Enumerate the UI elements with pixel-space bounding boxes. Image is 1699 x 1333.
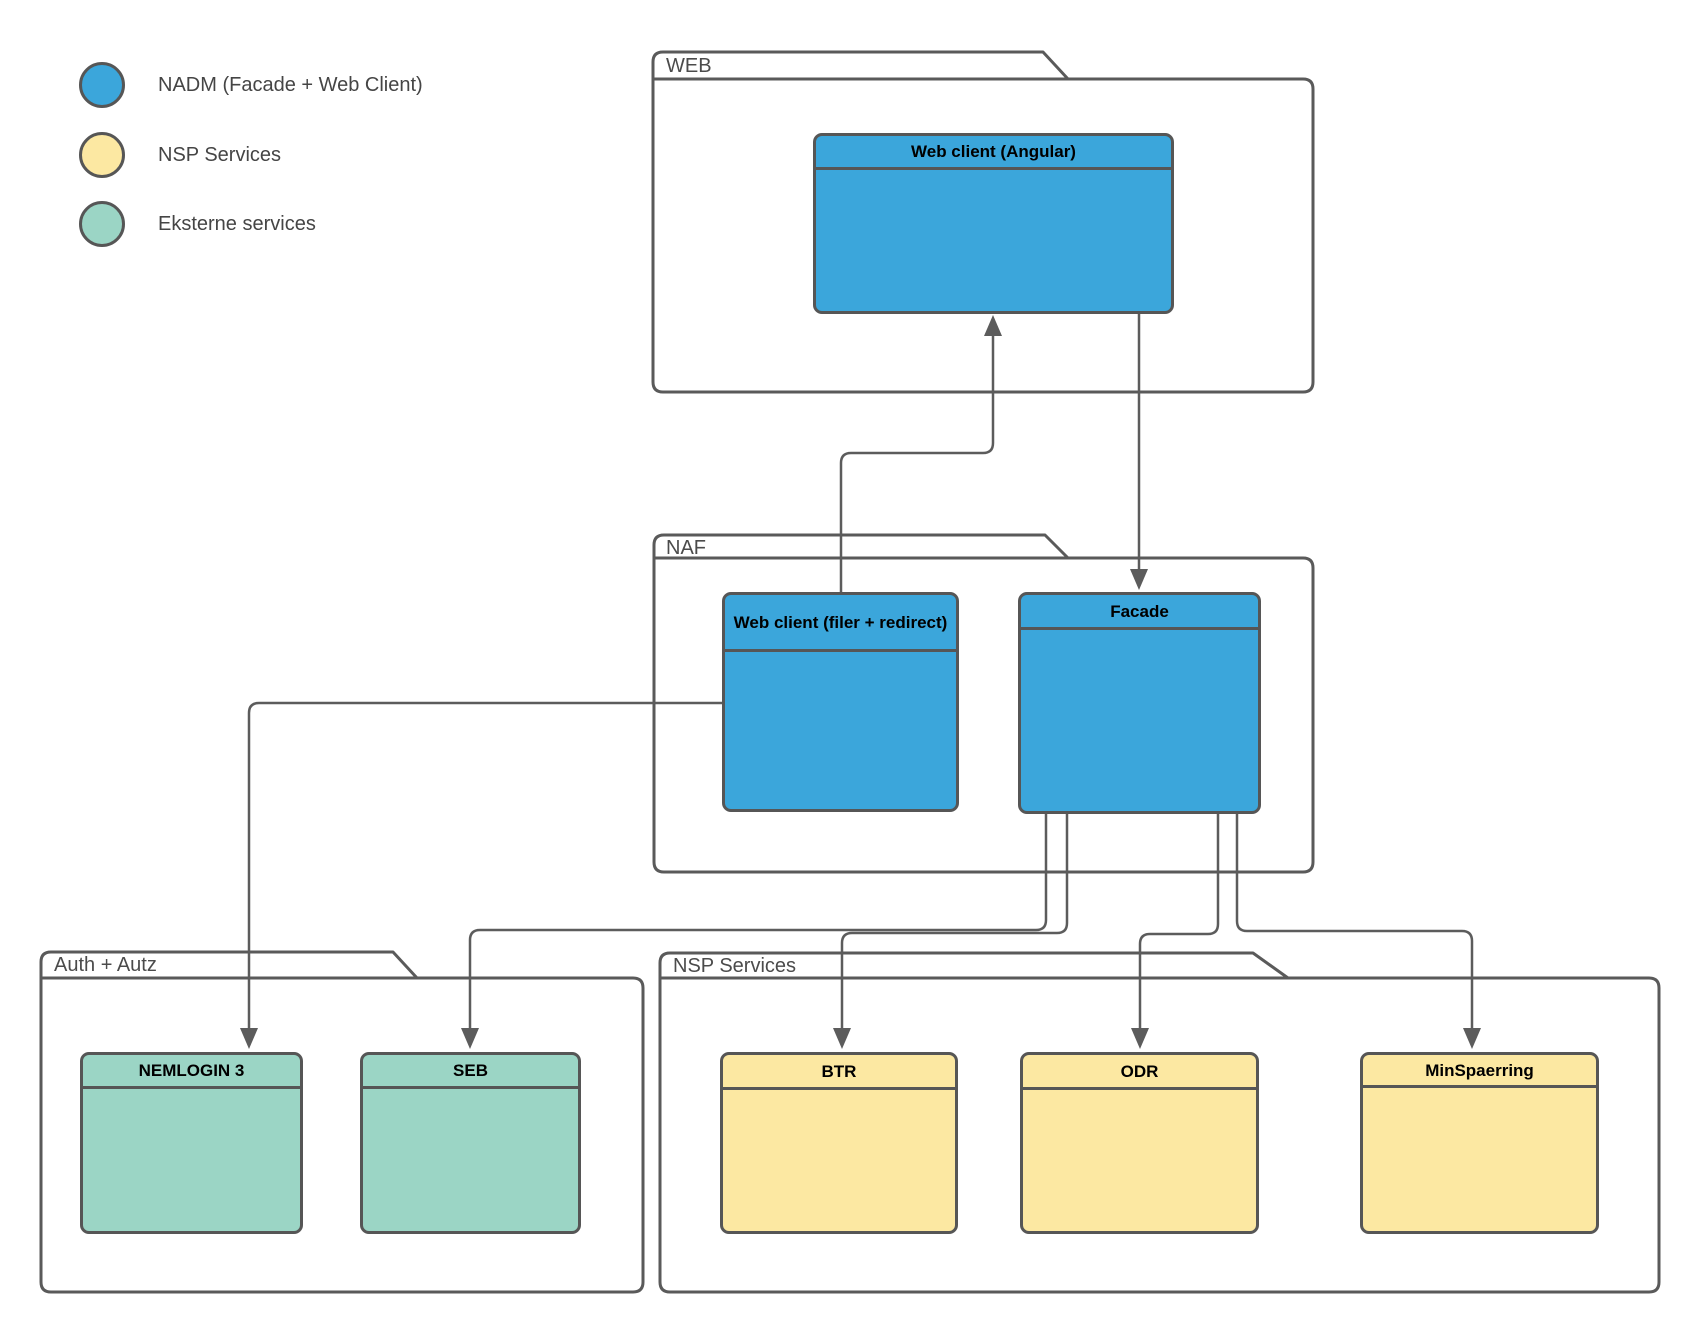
auth-container-label: Auth + Autz (54, 954, 157, 976)
edge-filer-to-angular (839, 333, 995, 594)
node-btr-body (723, 1090, 955, 1231)
node-nemlogin3: NEMLOGIN 3 (80, 1052, 303, 1234)
node-odr-body (1023, 1090, 1256, 1231)
node-facade: Facade (1018, 592, 1261, 814)
legend-swatch-nadm (79, 62, 125, 108)
edge-facade-to-odr (1138, 811, 1220, 1032)
legend-label-nsp: NSP Services (158, 143, 282, 166)
edge-facade-to-minspaerring (1235, 811, 1474, 1032)
node-web-client-filer: Web client (filer + redirect) (722, 592, 959, 812)
node-web-client-angular: Web client (Angular) (813, 133, 1174, 314)
node-nemlogin3-body (83, 1089, 300, 1231)
edge-facade-to-btr (840, 811, 1069, 1032)
naf-container-label: NAF (666, 537, 706, 559)
node-seb-title: SEB (363, 1055, 578, 1089)
legend-swatch-eksterne (79, 201, 125, 247)
legend-swatch-nsp (79, 132, 125, 178)
node-seb: SEB (360, 1052, 581, 1234)
arrowhead-down-seb (461, 1028, 479, 1049)
legend-label-nadm: NADM (Facade + Web Client) (158, 73, 423, 96)
node-facade-body (1021, 630, 1258, 811)
arrowhead-down-btr (833, 1028, 851, 1049)
web-container-outline (651, 50, 1315, 394)
node-seb-body (363, 1089, 578, 1231)
arrowhead-down-facade (1130, 569, 1148, 590)
naf-container-outline (652, 533, 1315, 874)
node-minspaerring: MinSpaerring (1360, 1052, 1599, 1234)
arrowhead-down-odr (1131, 1028, 1149, 1049)
node-odr: ODR (1020, 1052, 1259, 1234)
edge-filer-to-nemlogin (247, 701, 724, 1032)
node-btr-title: BTR (723, 1055, 955, 1090)
node-odr-title: ODR (1023, 1055, 1256, 1090)
auth-container-outline (39, 950, 645, 1294)
node-web-client-angular-body (816, 170, 1171, 311)
node-facade-title: Facade (1021, 595, 1258, 630)
edge-facade-to-seb (468, 811, 1048, 1032)
node-web-client-filer-body (725, 652, 956, 809)
node-btr: BTR (720, 1052, 958, 1234)
node-minspaerring-body (1363, 1088, 1596, 1231)
legend-label-eksterne: Eksterne services (158, 212, 316, 235)
arrowhead-down-minspaerring (1463, 1028, 1481, 1049)
node-minspaerring-title: MinSpaerring (1363, 1055, 1596, 1088)
arrowhead-down-nemlogin (240, 1028, 258, 1049)
node-web-client-angular-title: Web client (Angular) (816, 136, 1171, 170)
legend-item-nsp: NSP Services (79, 132, 281, 178)
node-web-client-filer-title: Web client (filer + redirect) (725, 595, 956, 652)
arrowhead-up-angular (984, 315, 1002, 336)
web-container-label: WEB (666, 55, 712, 77)
legend-item-eksterne: Eksterne services (79, 201, 316, 247)
nsp-container-label: NSP Services (673, 955, 797, 977)
nsp-container-outline (658, 951, 1661, 1294)
legend-item-nadm: NADM (Facade + Web Client) (79, 62, 423, 108)
node-nemlogin3-title: NEMLOGIN 3 (83, 1055, 300, 1089)
